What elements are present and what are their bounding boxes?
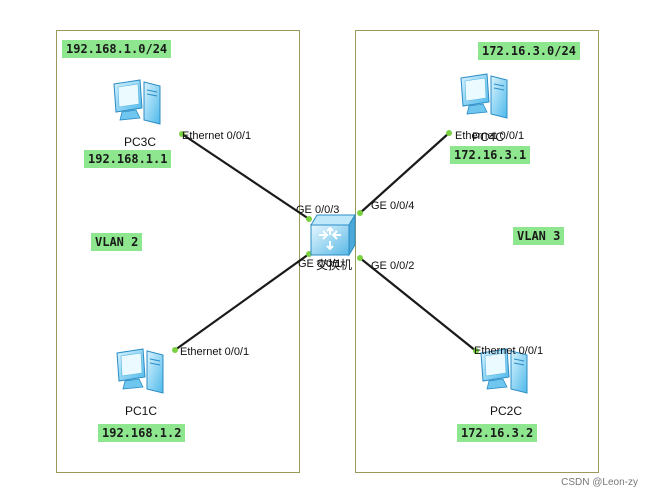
subnet-label-left: 192.168.1.0/24 xyxy=(62,40,172,58)
network-switch-icon xyxy=(310,213,356,257)
switch-port-ge3: GE 0/0/3 xyxy=(296,204,340,216)
pc2c-port-label: Ethernet 0/0/1 xyxy=(474,345,544,357)
pc3c-name: PC3C xyxy=(124,135,157,149)
desktop-computer-icon xyxy=(113,79,161,125)
port-dot xyxy=(179,131,185,137)
link-pc1c-switch xyxy=(174,253,310,351)
switch-device[interactable] xyxy=(309,213,357,257)
zone-left-vlan2 xyxy=(56,30,300,473)
pc1c-port-label: Ethernet 0/0/1 xyxy=(180,346,250,358)
pc1c-ip: 192.168.1.2 xyxy=(98,424,186,442)
link-pc3c-switch xyxy=(181,133,310,220)
port-dot xyxy=(306,216,312,222)
port-dot xyxy=(357,255,363,261)
zone-right-vlan3 xyxy=(355,30,599,473)
vlan-label-right: VLAN 3 xyxy=(513,227,565,245)
port-dot xyxy=(473,348,479,354)
pc3c-port-label: Ethernet 0/0/1 xyxy=(182,130,252,142)
pc1c-name: PC1C xyxy=(125,404,158,418)
link-pc4c-switch xyxy=(359,132,450,214)
pc-pc3c[interactable] xyxy=(110,78,166,130)
pc4c-name: PC4C xyxy=(472,130,505,144)
pc2c-name: PC2C xyxy=(490,404,523,418)
pc-pc4c[interactable] xyxy=(457,72,513,124)
pc3c-ip: 192.168.1.1 xyxy=(84,150,172,168)
vlan-label-left: VLAN 2 xyxy=(91,233,143,251)
link-pc2c-switch xyxy=(359,257,477,352)
desktop-computer-icon xyxy=(480,348,528,394)
port-dot xyxy=(172,347,178,353)
subnet-label-right: 172.16.3.0/24 xyxy=(478,42,580,60)
switch-name: 交换机 xyxy=(316,258,353,272)
pc4c-ip: 172.16.3.1 xyxy=(450,146,531,164)
pc2c-ip: 172.16.3.2 xyxy=(457,424,538,442)
desktop-computer-icon xyxy=(116,348,164,394)
pc-pc2c[interactable] xyxy=(477,347,533,399)
switch-port-ge2: GE 0/0/2 xyxy=(371,260,415,272)
pc-pc1c[interactable] xyxy=(113,347,169,399)
watermark: CSDN @Leon-zy xyxy=(561,477,638,488)
port-dot xyxy=(357,210,363,216)
switch-port-ge1: GE 0/0/1 xyxy=(298,258,342,270)
switch-port-ge4: GE 0/0/4 xyxy=(371,200,415,212)
desktop-computer-icon xyxy=(460,73,508,119)
port-dot xyxy=(446,130,452,136)
pc4c-port-label: Ethernet 0/0/1 xyxy=(455,130,525,142)
